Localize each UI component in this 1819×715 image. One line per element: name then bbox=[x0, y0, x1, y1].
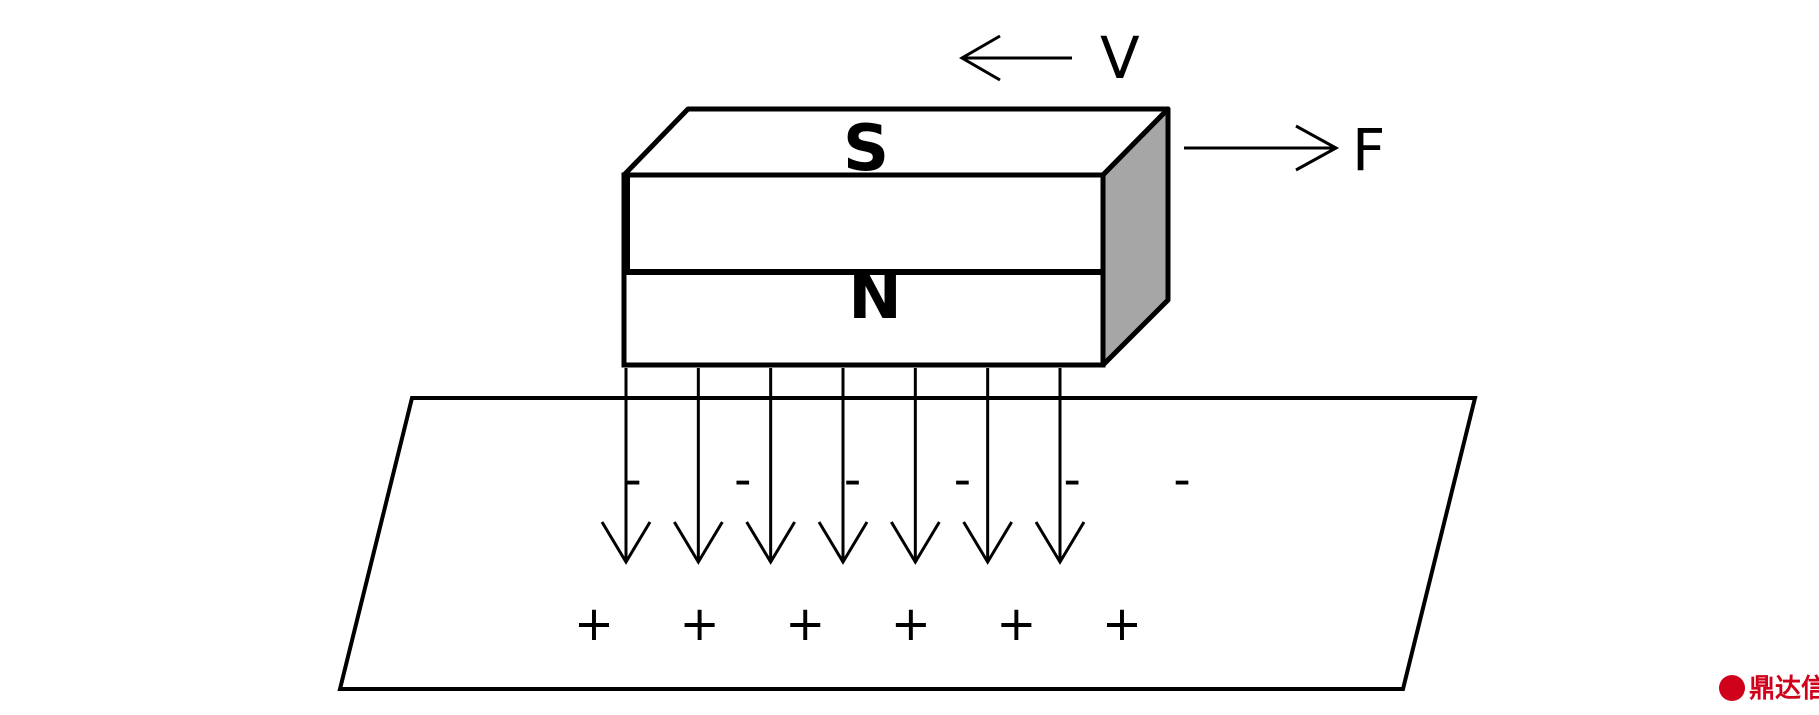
minus-sign: - bbox=[624, 452, 641, 508]
velocity-arrow bbox=[959, 34, 1072, 82]
field-line-arrow bbox=[673, 368, 724, 565]
plus-sign: + bbox=[785, 596, 825, 652]
plus-sign: + bbox=[996, 596, 1036, 652]
watermark-logo-icon bbox=[1719, 675, 1745, 701]
plus-sign: + bbox=[574, 596, 614, 652]
north-pole-label: N bbox=[848, 260, 902, 334]
field-line-arrow bbox=[962, 368, 1013, 565]
field-line-arrow bbox=[1034, 368, 1086, 565]
velocity-label: V bbox=[1100, 24, 1140, 92]
magnetic-field-lines bbox=[600, 368, 1086, 565]
positive-charges: + + + + + + bbox=[574, 596, 1142, 652]
minus-sign: - bbox=[954, 452, 971, 508]
magnet-top-face bbox=[621, 106, 1171, 178]
watermark-text: 鼎达信 bbox=[1749, 674, 1819, 704]
plus-sign: + bbox=[679, 596, 719, 652]
force-arrow bbox=[1184, 124, 1340, 172]
field-line-arrow bbox=[890, 368, 941, 565]
force-label: F bbox=[1352, 116, 1385, 184]
watermark: 鼎达信 bbox=[1719, 674, 1819, 704]
minus-sign: - bbox=[734, 452, 751, 508]
field-line-arrow bbox=[745, 368, 796, 565]
south-pole-label: S bbox=[843, 112, 889, 186]
minus-sign: - bbox=[1173, 452, 1190, 508]
negative-charges: ------ bbox=[624, 452, 1190, 508]
conductor-plate bbox=[337, 396, 1478, 691]
minus-sign: - bbox=[844, 452, 861, 508]
field-line-arrow bbox=[600, 368, 652, 565]
plus-sign: + bbox=[891, 596, 931, 652]
field-line-arrow bbox=[817, 368, 869, 565]
minus-sign: - bbox=[1064, 452, 1081, 508]
plus-sign: + bbox=[1102, 596, 1142, 652]
